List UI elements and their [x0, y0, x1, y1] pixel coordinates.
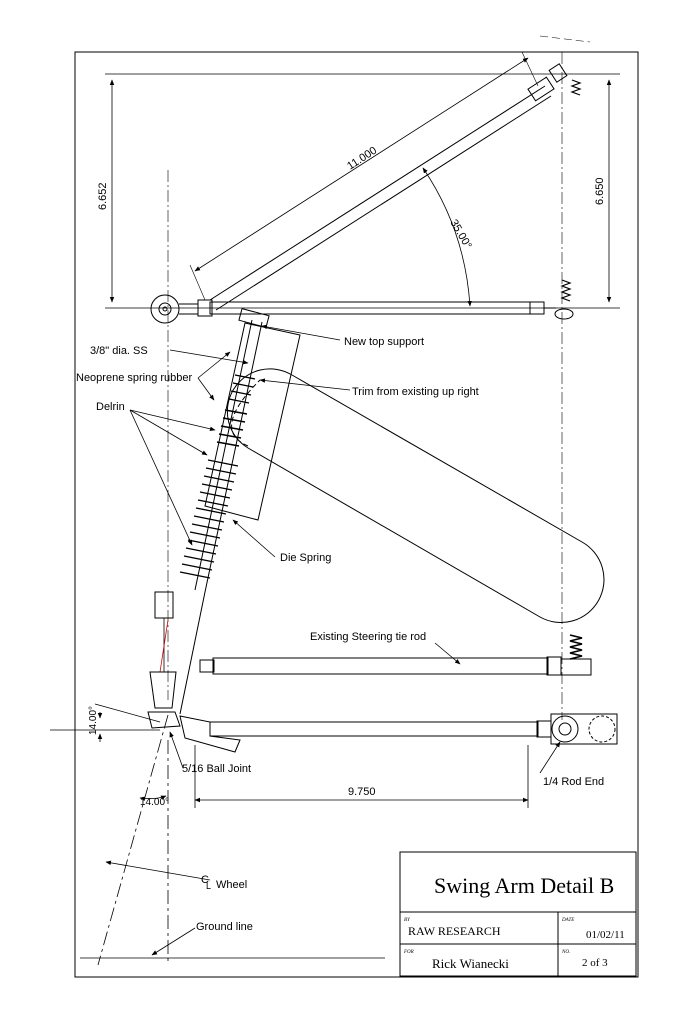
callout-trim: Trim from existing up right	[352, 386, 479, 398]
no-caption: NO.	[561, 950, 570, 955]
dim-right-height: 6.650	[594, 177, 606, 205]
callout-ball-joint: 5/16 Ball Joint	[182, 763, 251, 775]
swing-arm-body	[226, 368, 605, 623]
lower-arm	[147, 711, 618, 753]
title-block-title: Swing Arm Detail B	[434, 873, 614, 898]
upper-arm-assembly	[105, 35, 620, 720]
for-caption: FOR	[403, 950, 414, 955]
callout-delrin: Delrin	[96, 401, 125, 413]
callout-cl-mark: C	[201, 874, 209, 886]
callout-cl-sub: L	[206, 881, 211, 891]
title-block	[399, 851, 637, 977]
date-caption: DATE	[561, 918, 574, 923]
callout-rod-end: 1/4 Rod End	[543, 776, 604, 788]
callout-ground-line: Ground line	[196, 921, 253, 933]
dim-ball-angle-b: 14.00°	[140, 797, 169, 808]
callout-new-top-support: New top support	[344, 336, 424, 348]
leader-lines	[129, 324, 561, 774]
dim-lower-offset: 9.750	[348, 786, 376, 798]
callout-steering-tie-rod: Existing Steering tie rod	[310, 631, 426, 643]
dim-angle: 35.00°	[447, 218, 473, 252]
callout-neoprene: Neoprene spring rubber	[76, 372, 193, 384]
sheet-number: 2 of 3	[582, 957, 608, 969]
sheet-border	[74, 51, 639, 978]
callout-ss-rod: 3/8" dia. SS	[90, 345, 148, 357]
dim-arm-length: 11.000	[345, 145, 379, 173]
callout-wheel: Wheel	[216, 879, 247, 891]
dim-left-height: 6.652	[97, 182, 109, 210]
by-caption: BY	[404, 918, 411, 923]
lower-dimensions	[50, 703, 529, 966]
dim-ball-angle-a: 14.00°	[88, 706, 99, 735]
date-value: 01/02/11	[586, 929, 625, 941]
for-value: Rick Wianecki	[432, 956, 509, 971]
by-value: RAW RESEARCH	[408, 924, 501, 938]
steering-tie-rod	[199, 634, 592, 676]
callout-die-spring: Die Spring	[280, 552, 331, 564]
